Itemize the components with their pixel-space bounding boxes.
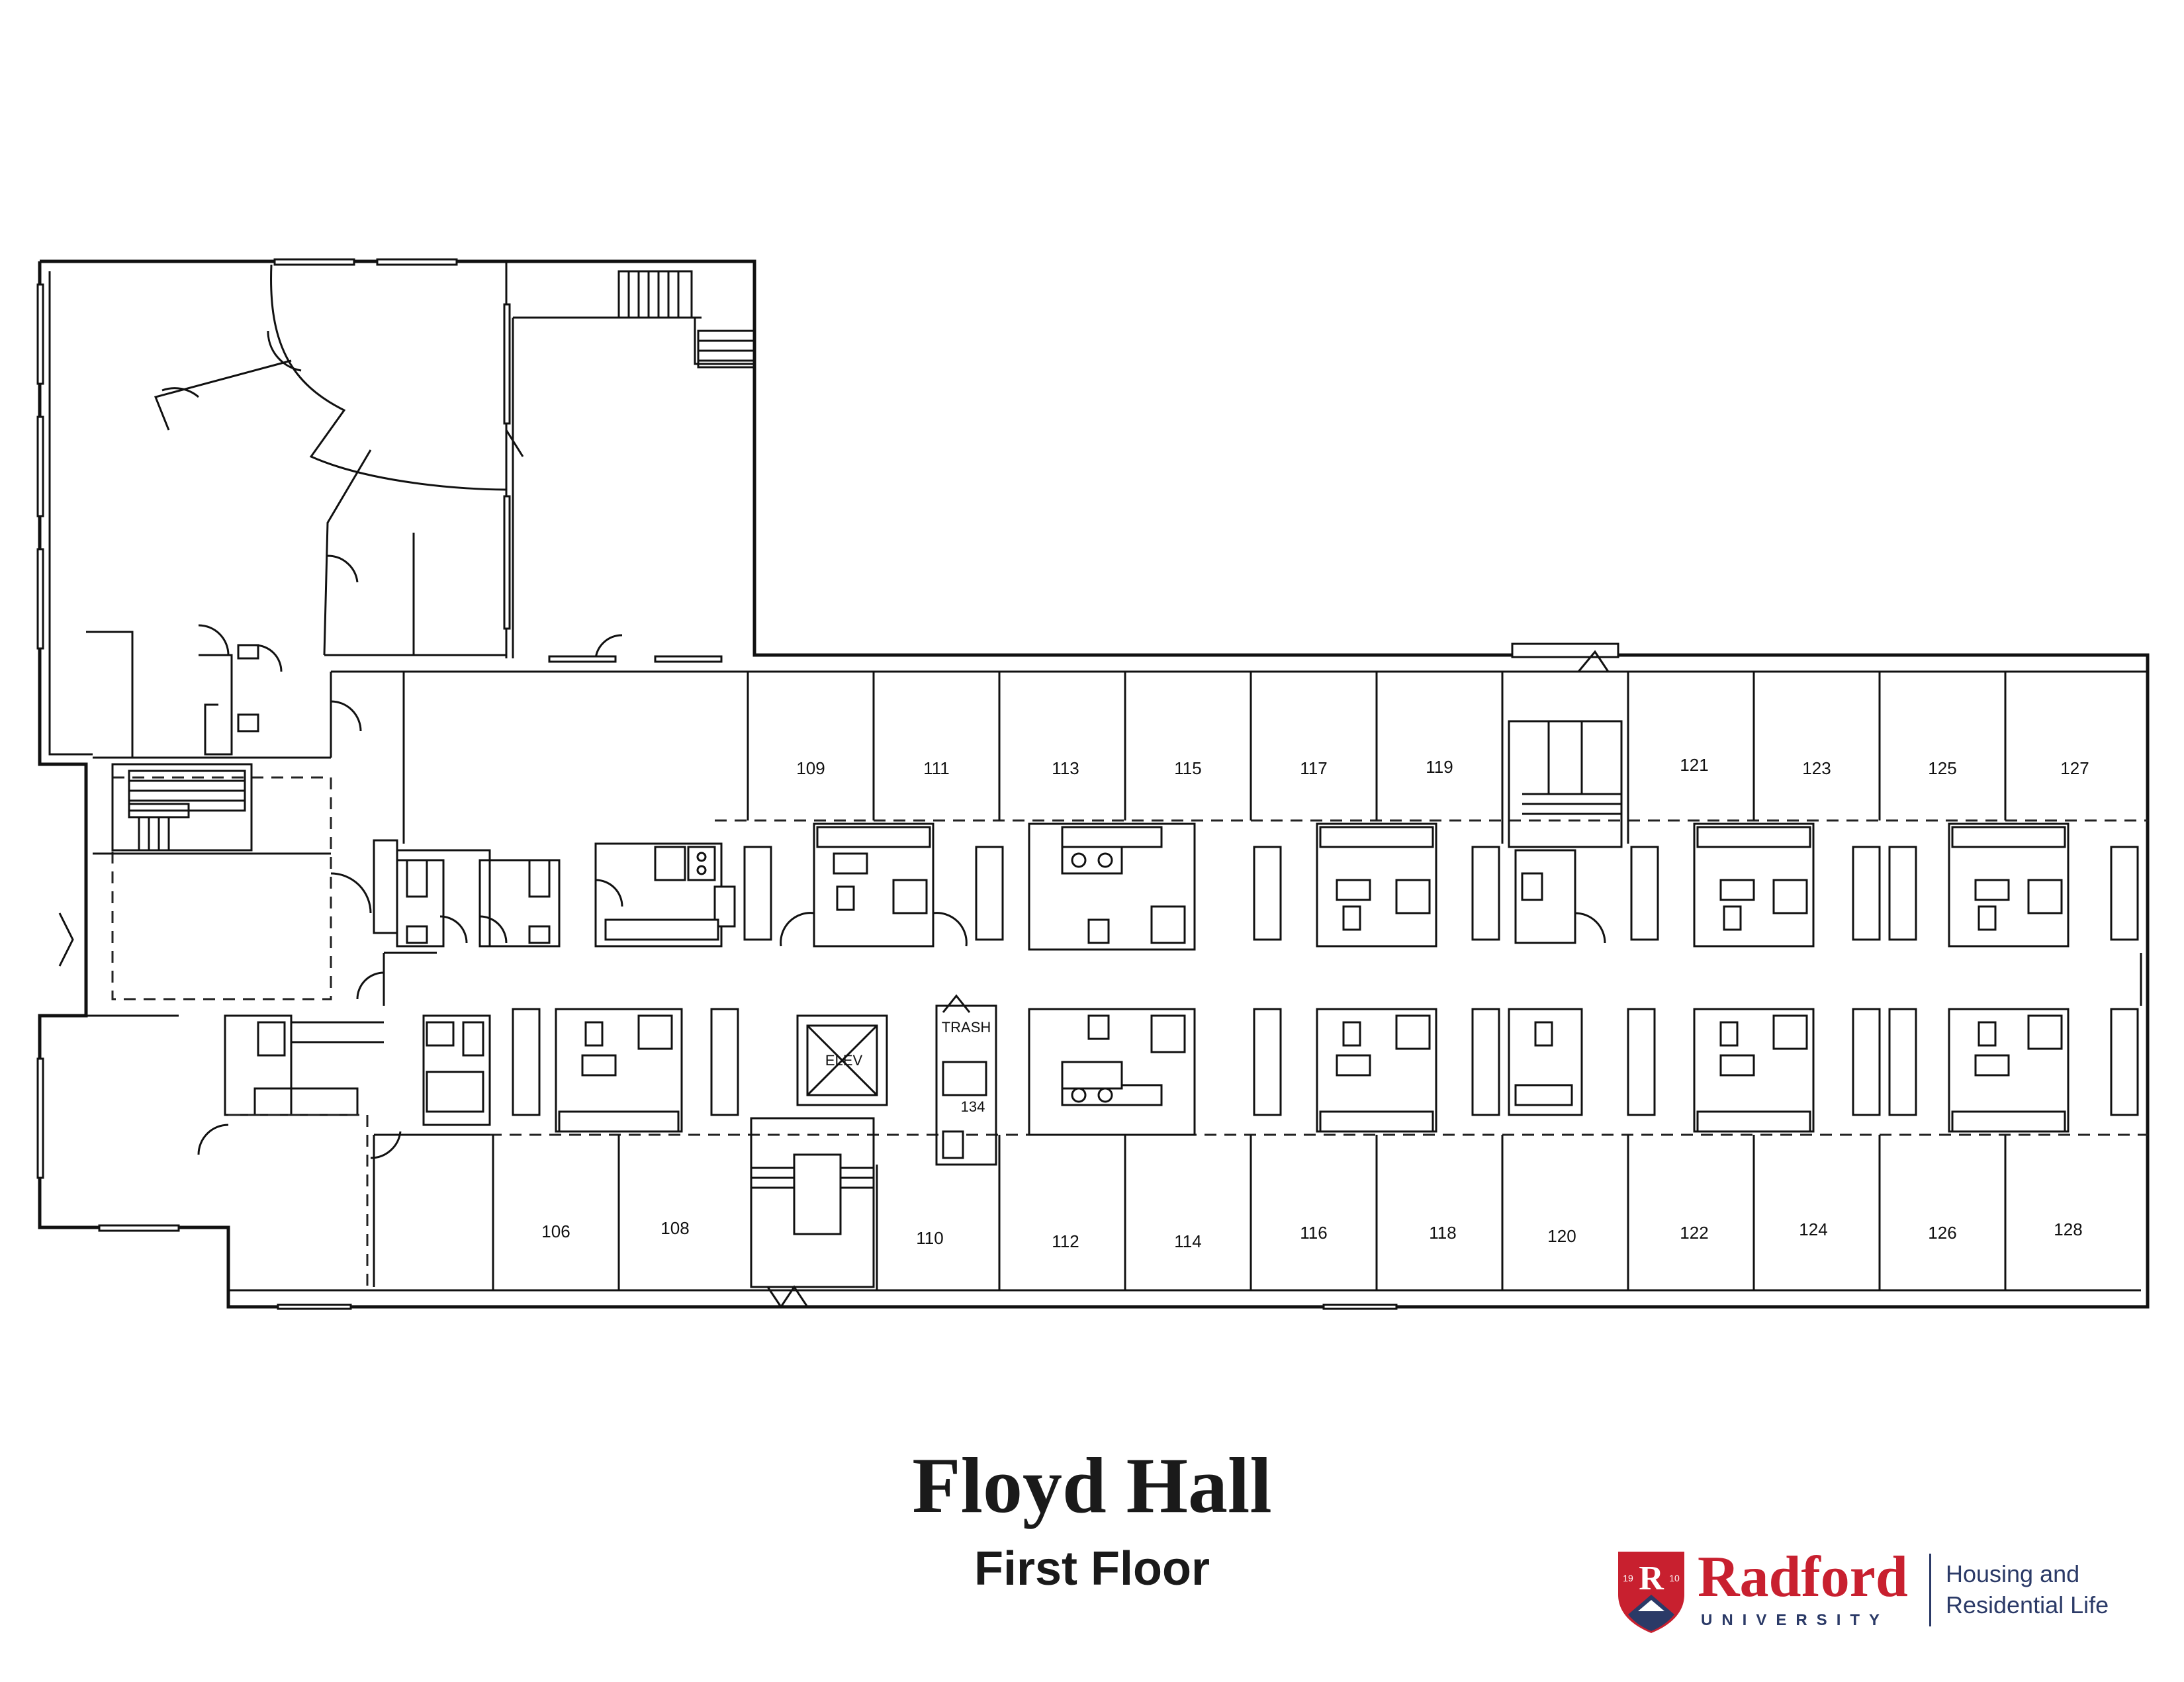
room-118: 118 (1429, 1223, 1456, 1243)
logo-department: Housing and Residential Life (1946, 1559, 2144, 1621)
room-124: 124 (1799, 1219, 1827, 1239)
shield-icon: R 19 10 (1618, 1552, 1684, 1633)
stair-west (111, 763, 253, 852)
south-suite-bathrooms (512, 994, 2139, 1309)
room-117: 117 (1300, 758, 1327, 778)
west-lobby (58, 624, 754, 1006)
floor-subtitle: First Floor (974, 1542, 1210, 1595)
north-suite-bathrooms (743, 822, 2139, 951)
floor-plan: 109 111 113 115 117 119 121 123 125 127 … (36, 258, 2150, 1310)
room-110: 110 (916, 1228, 943, 1248)
west-service-core (373, 839, 736, 948)
south-rooms (228, 1135, 2141, 1310)
room-122: 122 (1680, 1223, 1708, 1243)
elevator-label: ELEV (825, 1052, 863, 1069)
room-126: 126 (1928, 1223, 1956, 1243)
building-title: Floyd Hall (912, 1441, 1272, 1529)
title-block: Floyd Hall First Floor (0, 1446, 2184, 1593)
logo-university: UNIVERSITY (1701, 1611, 1889, 1629)
northwest-wing (36, 258, 2150, 1309)
room-labels-south: 106 108 110 112 114 116 118 120 122 124 … (541, 1218, 2082, 1251)
elevator (796, 1014, 888, 1106)
room-123: 123 (1802, 758, 1831, 778)
dept-line-1: Housing and (1946, 1560, 2080, 1587)
room-106: 106 (541, 1221, 570, 1241)
southwest-offices (36, 1014, 493, 1287)
room-115: 115 (1174, 758, 1201, 778)
logo-wordmark: Radford (1698, 1545, 1908, 1609)
room-114: 114 (1174, 1231, 1201, 1251)
room-116: 116 (1300, 1223, 1327, 1243)
room-127: 127 (2060, 758, 2089, 778)
room-labels-north: 109 111 113 115 117 119 121 123 125 127 (796, 755, 2089, 778)
room-120: 120 (1547, 1226, 1576, 1246)
north-rooms (747, 670, 2148, 848)
room-113: 113 (1052, 758, 1079, 778)
room-109: 109 (796, 758, 825, 778)
logo-divider (1929, 1554, 1931, 1626)
room-108: 108 (660, 1218, 689, 1238)
room-119: 119 (1426, 757, 1453, 777)
shield-year-right: 10 (1669, 1573, 1680, 1583)
stair-north (617, 270, 756, 369)
room-112: 112 (1052, 1231, 1079, 1251)
stair-south (750, 1117, 875, 1309)
trash-label: TRASH (942, 1019, 991, 1036)
shield-letter: R (1639, 1560, 1664, 1597)
radford-logo: R 19 10 Radford UNIVERSITY Housing and R… (1615, 1548, 2144, 1634)
room-121: 121 (1680, 755, 1708, 775)
room-111: 111 (923, 758, 950, 778)
dept-line-2: Residential Life (1946, 1591, 2109, 1618)
shield-year-left: 19 (1623, 1573, 1633, 1583)
room-125: 125 (1928, 758, 1956, 778)
room-134-label: 134 (961, 1098, 985, 1115)
room-128: 128 (2054, 1219, 2082, 1239)
corridor (490, 642, 2149, 1136)
